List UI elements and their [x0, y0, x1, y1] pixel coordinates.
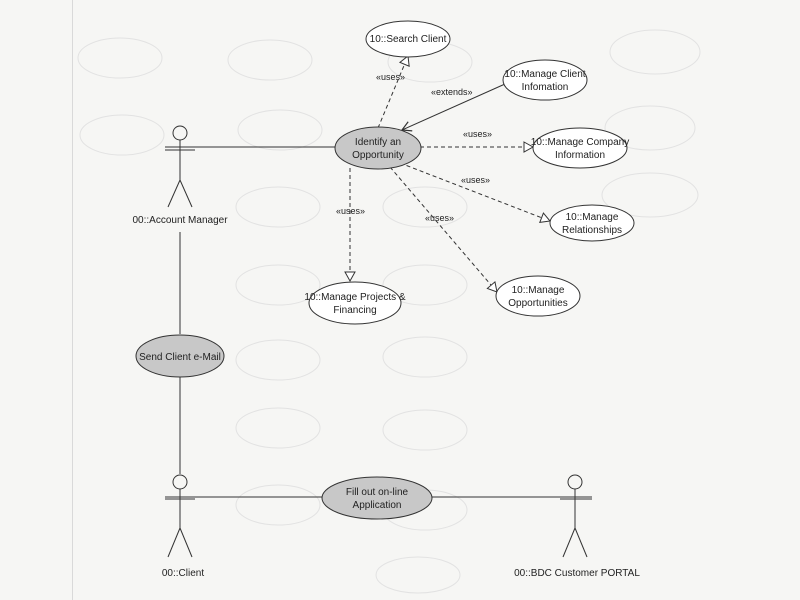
label-uses-opportunities: «uses»: [425, 213, 454, 223]
use-case-fill-application[interactable]: Fill out on-line Application: [321, 476, 433, 520]
actor-client-label: 00::Client: [162, 568, 204, 579]
uses-line-opportunities: [389, 166, 498, 293]
use-case-identify-opportunity-line2: Opportunity: [352, 150, 404, 161]
use-case-manage-projects-line1: 10::Manage Projects &: [304, 292, 405, 303]
use-case-manage-opportunities[interactable]: 10::Manage Opportunities: [495, 275, 581, 317]
use-case-manage-projects[interactable]: 10::Manage Projects & Financing: [304, 281, 406, 325]
use-case-manage-opportunities-line2: Opportunities: [508, 298, 567, 309]
use-case-manage-client-info[interactable]: 10::Manage Client Infomation: [502, 59, 588, 101]
use-case-search-client-label: 10::Search Client: [370, 34, 447, 45]
label-uses-search: «uses»: [376, 72, 405, 82]
use-case-search-client[interactable]: 10::Search Client: [365, 20, 451, 58]
use-case-manage-company-info-line2: Information: [555, 150, 605, 161]
actor-account-manager[interactable]: [165, 125, 195, 208]
use-case-manage-client-info-line2: Infomation: [522, 82, 569, 93]
uses-line-relationships: [399, 162, 551, 224]
uses-line-search-client: [377, 55, 410, 129]
use-case-fill-application-line2: Application: [353, 500, 402, 511]
label-uses-projects: «uses»: [336, 206, 365, 216]
use-case-manage-relationships[interactable]: 10::Manage Relationships: [549, 204, 635, 242]
use-case-fill-application-line1: Fill out on-line: [346, 487, 409, 498]
use-case-manage-client-info-line1: 10::Manage Client: [504, 69, 585, 80]
use-case-identify-opportunity[interactable]: Identify an Opportunity: [334, 126, 422, 170]
use-case-manage-relationships-line1: 10::Manage: [566, 212, 619, 223]
use-case-manage-projects-line2: Financing: [333, 305, 376, 316]
actor-client[interactable]: [165, 474, 195, 558]
use-case-manage-opportunities-line1: 10::Manage: [512, 285, 565, 296]
actor-bdc-customer-portal[interactable]: [560, 474, 592, 558]
label-uses-company: «uses»: [463, 129, 492, 139]
use-case-send-client-email-label: Send Client e-Mail: [139, 352, 221, 363]
label-uses-relationships: «uses»: [461, 175, 490, 185]
use-case-send-client-email[interactable]: Send Client e-Mail: [135, 334, 225, 378]
actor-account-manager-label: 00::Account Manager: [132, 215, 228, 226]
use-case-identify-opportunity-line1: Identify an: [355, 137, 401, 148]
background-ghost-shapes: [77, 29, 701, 594]
use-case-manage-company-info-line1: 10::Manage Company: [531, 137, 629, 148]
page-margin-line: [72, 0, 73, 600]
extends-line-client-info: [400, 83, 506, 132]
label-extends-client-info: «extends»: [431, 87, 473, 97]
relationship-lines: [165, 55, 592, 498]
stereotype-labels: «uses» «extends» «uses» «uses» «uses» «u…: [336, 72, 492, 223]
use-case-manage-company-info[interactable]: 10::Manage Company Information: [531, 127, 629, 169]
use-case-manage-relationships-line2: Relationships: [562, 225, 622, 236]
actor-bdc-customer-portal-label: 00::BDC Customer PORTAL: [514, 568, 640, 579]
